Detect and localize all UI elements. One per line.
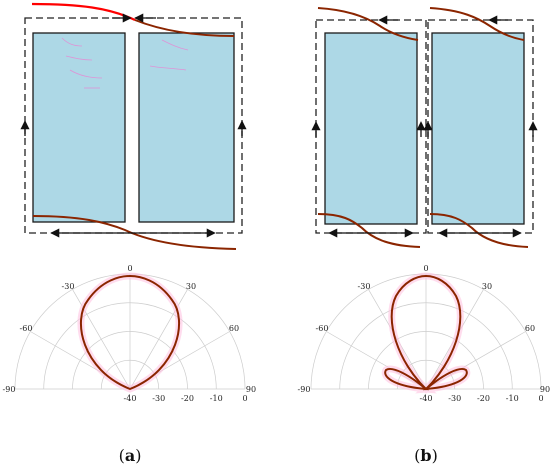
polar-b-radial-label-0: 0: [538, 394, 543, 403]
polar-b-radial-labels: -40 -30 -20 -10 0: [420, 394, 544, 403]
polar-b-angle-label-60: 60: [525, 324, 535, 333]
caption-b-open: (: [414, 446, 420, 465]
panel-b-trace-top-left: [317, 7, 419, 41]
polar-b-side-lobe-right: [422, 368, 468, 391]
polar-plot-a: 0 -30 30 -60 60 -90 90 -40 -30 -20 -10 0: [3, 264, 257, 403]
polar-b-angle-label-minus90: -90: [298, 385, 311, 394]
polar-b-angle-label-90: 90: [540, 385, 550, 394]
polar-b-radial-label-minus30: -30: [448, 394, 461, 403]
polar-a-angle-label-30: 30: [186, 282, 196, 291]
panel-a-top-trace: [134, 19, 235, 37]
polar-b-angle-label-0: 0: [423, 264, 428, 273]
polar-a-radial-label-minus10: -10: [210, 394, 223, 403]
polar-b-radial-label-minus40: -40: [420, 394, 433, 403]
polar-b-radial-label-minus20: -20: [477, 394, 490, 403]
polar-a-angle-label-90: 90: [246, 385, 256, 394]
polar-a-angle-label-0: 0: [127, 264, 132, 273]
polar-a-radial-label-minus20: -20: [181, 394, 194, 403]
panel-b-array: [311, 7, 538, 248]
panel-a-cell-right: [138, 32, 235, 223]
panel-b-trace-bottom-right: [429, 213, 529, 248]
panel-b-cell-right: [431, 32, 525, 225]
polar-b-angle-label-30: 30: [482, 282, 492, 291]
panel-a-array: [20, 2, 247, 250]
polar-a-angle-label-minus60: -60: [20, 324, 33, 333]
polar-a-radial-label-0: 0: [242, 394, 247, 403]
panel-b-trace-bottom-left: [317, 213, 421, 248]
panel-a-streaks: [61, 37, 189, 89]
polar-b-side-lobe-left: [384, 368, 430, 391]
polar-plot-b: 0 -30 30 -60 60 -90 90 -40 -30 -20 -10 0: [298, 264, 550, 403]
polar-a-angle-label-60: 60: [229, 324, 239, 333]
caption-a: (a): [119, 446, 142, 465]
panel-b-cell-left: [324, 32, 418, 225]
polar-b-angle-label-minus60: -60: [316, 324, 329, 333]
caption-a-open: (: [119, 446, 125, 465]
polar-a-grid: [14, 273, 246, 390]
polar-a-radial-label-minus30: -30: [152, 394, 165, 403]
caption-b-close: ): [432, 446, 438, 465]
caption-a-letter: a: [125, 446, 135, 465]
caption-b-letter: b: [420, 446, 431, 465]
polar-a-angle-label-minus30: -30: [62, 282, 75, 291]
polar-b-grid: [310, 273, 542, 390]
polar-a-angle-labels: 0 -30 30 -60 60 -90 90: [3, 264, 257, 394]
polar-b-radial-label-minus10: -10: [506, 394, 519, 403]
polar-a-radial-labels: -40 -30 -20 -10 0: [124, 394, 248, 403]
caption-b: (b): [414, 446, 438, 465]
polar-b-angle-label-minus30: -30: [358, 282, 371, 291]
polar-b-angle-labels: 0 -30 30 -60 60 -90 90: [298, 264, 550, 394]
polar-b-main-lobe: [390, 274, 462, 391]
polar-a-pattern: [80, 274, 180, 391]
panel-b-trace-top-right: [429, 7, 525, 41]
panel-a-cell-left: [32, 32, 126, 223]
polar-a-angle-label-minus90: -90: [3, 385, 16, 394]
polar-a-radial-label-minus40: -40: [124, 394, 137, 403]
caption-a-close: ): [135, 446, 141, 465]
